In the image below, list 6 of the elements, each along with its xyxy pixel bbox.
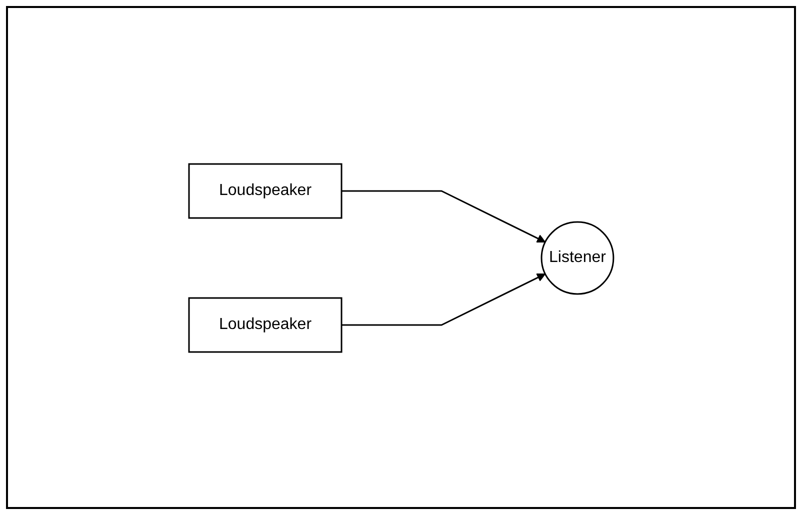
arrow — [341, 190, 546, 242]
arrow — [341, 272, 546, 326]
node-box — [188, 162, 342, 218]
node-circle — [540, 220, 614, 294]
diagram-frame: Loudspeaker Loudspeaker Listener — [6, 6, 796, 509]
node-box — [188, 296, 342, 352]
